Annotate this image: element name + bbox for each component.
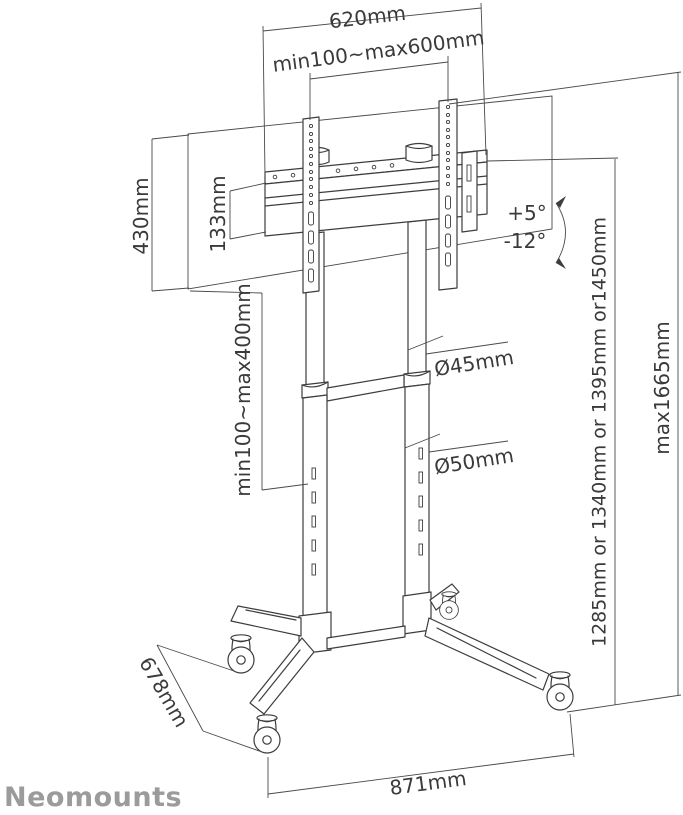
dim-label-vesa-height: min100~max400mm [231,283,255,496]
leg-front-left [249,637,315,715]
dim-label-bar-width: 620mm [328,1,407,34]
dimension-rail-bar-height: 133mm [206,175,267,253]
tilt-up-label: +5° [507,201,546,225]
locking-knob-right [405,142,433,164]
middle-crossbar [326,374,405,402]
tilt-bracket [461,150,478,233]
leg-back-right [429,583,460,611]
dimension-vesa-height: min100~max400mm [189,283,309,497]
dim-label-rail-bar-height: 133mm [206,175,230,252]
vesa-rail-left [302,116,320,294]
upper-pole-right [407,219,427,377]
base-assembly [230,583,550,715]
dim-label-lower-tube: Ø50mm [433,443,516,479]
dim-label-upper-tube: Ø45mm [433,345,516,381]
leg-front-right [424,617,550,691]
lower-pole-right [404,383,430,626]
brand-logo: Neomounts [4,782,182,813]
tilt-down-label: -12° [504,229,547,253]
lower-pole-left [302,394,328,646]
dimension-bracket-height: 430mm [129,134,190,292]
dimension-base-width: 871mm [267,713,575,800]
dim-label-base-depth: 678mm [134,653,193,732]
dim-label-base-width: 871mm [388,766,468,800]
vesa-rail-right [438,98,458,291]
leg-back-left [230,605,302,637]
dim-label-vesa-width: min100~max600mm [271,25,486,77]
caster-front-left [253,714,281,754]
dim-label-max-height: max1665mm [650,321,674,454]
caster-back-left [227,634,255,674]
dim-label-height-positions: 1285mm or 1340mm or 1395mm or1450mm [589,217,611,647]
display-panel-outline [187,95,553,290]
base-crossbar [326,625,406,650]
dimension-height-positions: 1285mm or 1340mm or 1395mm or1450mm [486,157,619,705]
tilt-indicator: +5° -12° [504,196,566,269]
dimension-max-height: max1665mm [448,71,682,713]
caster-front-right [546,671,574,711]
dim-label-bracket-height: 430mm [129,177,153,254]
